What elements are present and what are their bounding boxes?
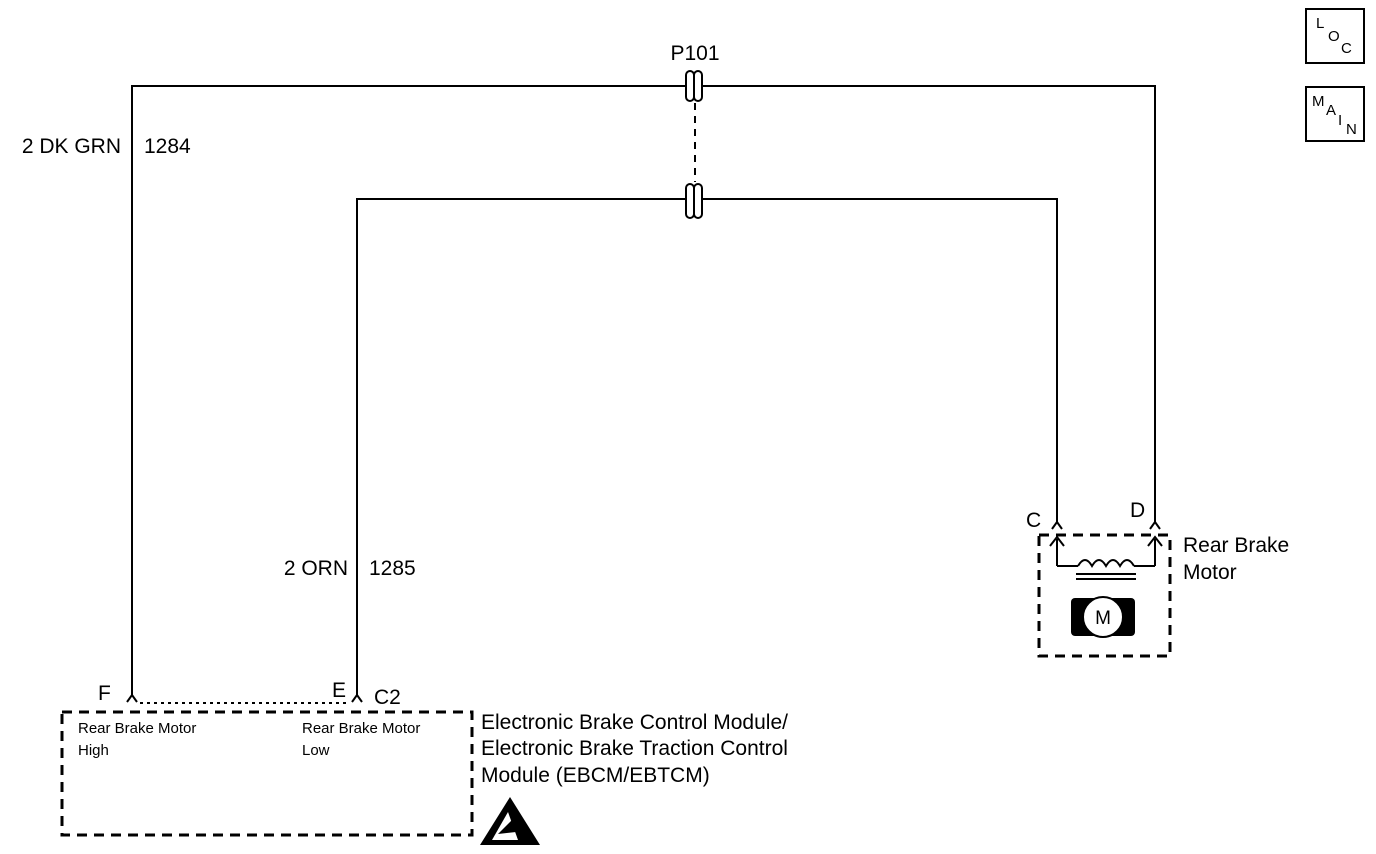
module-label-high-1: Rear Brake Motor — [78, 720, 196, 737]
module-name-1: Electronic Brake Control Module/ — [481, 711, 788, 734]
wire-1285-circuit: 1285 — [369, 557, 416, 580]
motor-coil — [1049, 535, 1163, 580]
esd-warning-icon — [480, 797, 540, 845]
motor-name-1: Rear Brake — [1183, 534, 1289, 557]
connector-p101-label: P101 — [670, 42, 719, 65]
main-button[interactable]: M A I N — [1305, 86, 1365, 142]
pin-c-terminal — [1051, 520, 1063, 530]
wire-1284-circuit: 1284 — [144, 135, 191, 158]
pin-e-label: E — [332, 679, 346, 702]
motor-box — [1037, 533, 1172, 658]
wire-1284 — [131, 85, 1156, 695]
wire-1285-color: 2 ORN — [284, 557, 348, 580]
loc-button[interactable]: L O C — [1305, 8, 1365, 64]
loc-letter-1: L — [1316, 15, 1325, 32]
motor-icon — [1071, 596, 1135, 638]
connector-c2-label: C2 — [374, 686, 401, 709]
pin-c-label: C — [1026, 509, 1041, 532]
main-letter-2: A — [1326, 102, 1337, 119]
main-letter-3: I — [1338, 112, 1343, 129]
pin-f-label: F — [98, 682, 111, 705]
module-ebcm-box — [60, 710, 474, 837]
pin-e-terminal — [351, 693, 363, 703]
loc-letter-3: C — [1341, 40, 1352, 57]
module-name-2: Electronic Brake Traction Control — [481, 737, 788, 760]
connector-p101-upper — [685, 70, 703, 102]
pin-d-terminal — [1149, 520, 1161, 530]
module-name-3: Module (EBCM/EBTCM) — [481, 764, 710, 787]
wire-1285 — [356, 198, 1058, 695]
main-letter-1: M — [1312, 93, 1325, 110]
module-label-low-1: Rear Brake Motor — [302, 720, 420, 737]
connector-p101-lower — [685, 183, 703, 219]
pin-d-label: D — [1130, 499, 1145, 522]
module-label-low-2: Low — [302, 742, 330, 759]
motor-symbol-letter: M — [1095, 608, 1111, 629]
loc-letter-2: O — [1328, 28, 1340, 45]
wire-1284-color: 2 DK GRN — [22, 135, 121, 158]
pin-f-terminal — [126, 693, 138, 703]
motor-name-2: Motor — [1183, 561, 1237, 584]
main-letter-4: N — [1346, 121, 1357, 138]
module-label-high-2: High — [78, 742, 109, 759]
